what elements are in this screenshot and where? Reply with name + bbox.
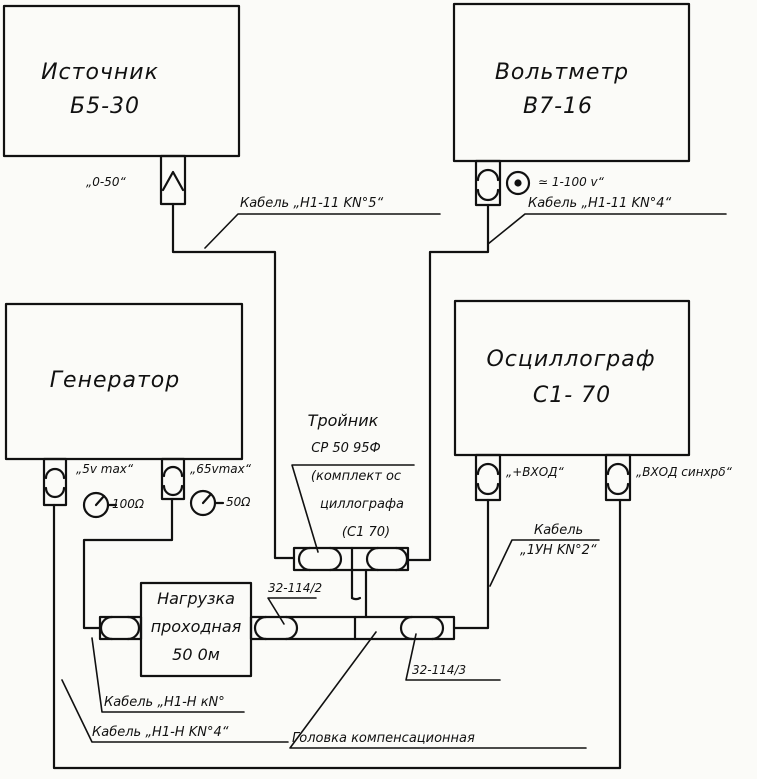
leader-lines [61, 213, 727, 749]
load-label-1: Нагрузка [157, 589, 235, 608]
tee-label-3: (комплект ос [310, 469, 402, 484]
tee-label-4: циллографа [320, 497, 404, 512]
generator-port-1-label: „5v max“ [76, 462, 134, 476]
part-32-114-2-label: 32-114/2 [268, 581, 323, 595]
voltmeter-port-label: ≃ 1-100 v“ [538, 175, 604, 189]
tee-label-1: Тройник [307, 411, 379, 430]
voltmeter-connector-icon [474, 159, 531, 207]
cable-4-top-label: Кабель „Н1-11 KN°4“ [528, 196, 672, 211]
oscilloscope-input-connector-icon [474, 453, 502, 502]
oscilloscope-sync-label: „ВХОД синхрδ“ [636, 465, 732, 479]
generator-name: Генератор [49, 368, 181, 393]
cable-2-type-label: „1УН KN°2“ [520, 543, 597, 558]
generator-port-2-label: „65vmax“ [190, 462, 251, 476]
generator-connector-1-icon [42, 457, 68, 507]
cable-generator-sync-loop [52, 498, 622, 770]
oscilloscope-box [453, 299, 691, 457]
oscilloscope-input-label: „+ВХОД“ [506, 465, 564, 479]
voltmeter-model: В7-16 [522, 94, 594, 119]
tee-label-5: (С1 70) [341, 525, 391, 540]
source-model: Б5-30 [69, 94, 141, 119]
oscilloscope-name: Осциллограф [486, 347, 656, 372]
cable-4-bottom-label: Кабель „Н1-Н KN°4“ [92, 725, 229, 740]
oscilloscope-model: С1- 70 [532, 383, 612, 408]
generator-box [4, 302, 244, 461]
load-label-2: проходная [150, 617, 242, 636]
load-left-connector-icon [98, 615, 143, 641]
voltmeter-name: Вольтметр [494, 60, 630, 85]
generator-port-2-impedance: 50Ω [226, 495, 251, 509]
cable-5-label: Кабель „Н1-11 KN°5“ [240, 196, 384, 211]
cable-loop-label: Кабель „Н1-Н кN° [104, 695, 225, 710]
cable-line-to-oscilloscope [452, 498, 490, 630]
generator-port-1-impedance: 100Ω [112, 497, 145, 511]
generator-connector-2-icon [160, 457, 186, 501]
source-port-label: „0-50“ [86, 175, 126, 189]
attenuator-50-icon [189, 489, 225, 517]
attenuator-100-icon [82, 491, 118, 519]
load-label-3: 50 0м [172, 645, 220, 664]
voltmeter-box [452, 2, 691, 163]
compensation-head-label: Головка компенсационная [292, 731, 475, 746]
cable-source-to-tee [171, 202, 296, 560]
cable-generator-to-load [82, 497, 174, 630]
tee-label-2: СР 50 95Ф [311, 441, 381, 456]
cable-2-label: Кабель [534, 523, 584, 538]
oscilloscope-sync-connector-icon [604, 453, 632, 502]
cable-voltmeter-to-tee [406, 203, 490, 562]
source-box [2, 4, 241, 158]
part-32-114-3-label: 32-114/3 [412, 663, 467, 677]
source-connector-icon [159, 154, 187, 206]
tee-connector-icon [292, 546, 410, 572]
source-name: Источник [41, 60, 159, 85]
tee-to-line-stub [350, 568, 368, 619]
